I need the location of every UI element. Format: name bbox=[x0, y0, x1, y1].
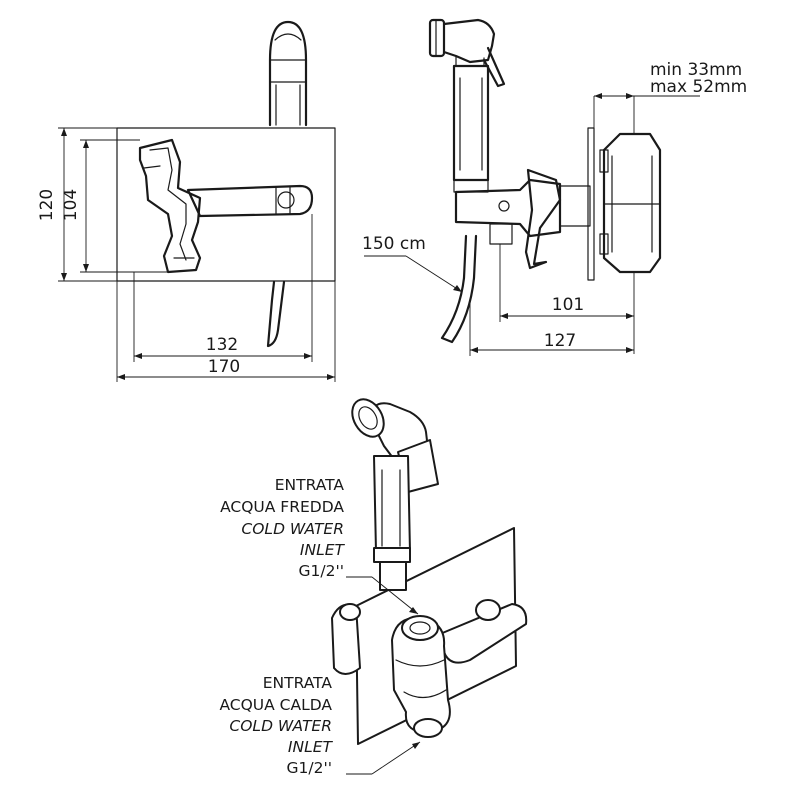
dim-hose-length: 150 cm bbox=[362, 234, 426, 254]
dim-height-inner: 104 bbox=[61, 189, 81, 221]
dim-depth-outer: 127 bbox=[544, 331, 576, 351]
hot-inlet-line-2: ACQUA CALDA bbox=[219, 696, 332, 714]
side-wall-plate bbox=[587, 127, 595, 281]
front-wall-plate bbox=[116, 127, 336, 282]
cold-inlet-line-3: COLD WATER bbox=[241, 520, 344, 538]
isometric-view: ENTRATA ACQUA FREDDA COLD WATER INLET G1… bbox=[219, 398, 528, 777]
front-dimensions bbox=[58, 127, 336, 382]
dim-width-outer: 170 bbox=[208, 357, 240, 377]
side-embedded-box bbox=[599, 132, 662, 274]
cold-inlet-line-4: INLET bbox=[300, 541, 346, 559]
side-valve-body bbox=[454, 168, 591, 270]
cold-inlet-line-5: G1/2'' bbox=[299, 562, 344, 580]
dim-width-inner: 132 bbox=[206, 335, 238, 355]
cold-inlet-line-2: ACQUA FREDDA bbox=[220, 498, 344, 516]
side-dimensions bbox=[364, 93, 700, 356]
dim-wall-max: max 52mm bbox=[650, 77, 747, 97]
front-view: 120 104 132 170 bbox=[37, 20, 336, 382]
front-valve-body bbox=[138, 138, 314, 274]
hot-inlet-line-4: INLET bbox=[288, 738, 334, 756]
front-hose bbox=[266, 280, 286, 348]
dim-wall-min: min 33mm bbox=[650, 60, 742, 80]
side-hose bbox=[440, 234, 478, 344]
iso-valve-body bbox=[331, 599, 528, 738]
hot-inlet-line-3: COLD WATER bbox=[229, 717, 332, 735]
side-hand-shower bbox=[428, 18, 506, 193]
dim-height-outer: 120 bbox=[37, 189, 57, 221]
iso-hand-shower bbox=[351, 398, 439, 591]
dim-depth-inner: 101 bbox=[552, 295, 584, 315]
front-hand-shower bbox=[268, 20, 308, 127]
cold-inlet-line-1: ENTRATA bbox=[275, 476, 345, 494]
side-view: min 33mm max 52mm 150 cm 101 127 bbox=[362, 18, 747, 356]
iso-leaders bbox=[346, 576, 421, 775]
hot-inlet-line-1: ENTRATA bbox=[263, 674, 333, 692]
hot-inlet-line-5: G1/2'' bbox=[287, 759, 332, 777]
